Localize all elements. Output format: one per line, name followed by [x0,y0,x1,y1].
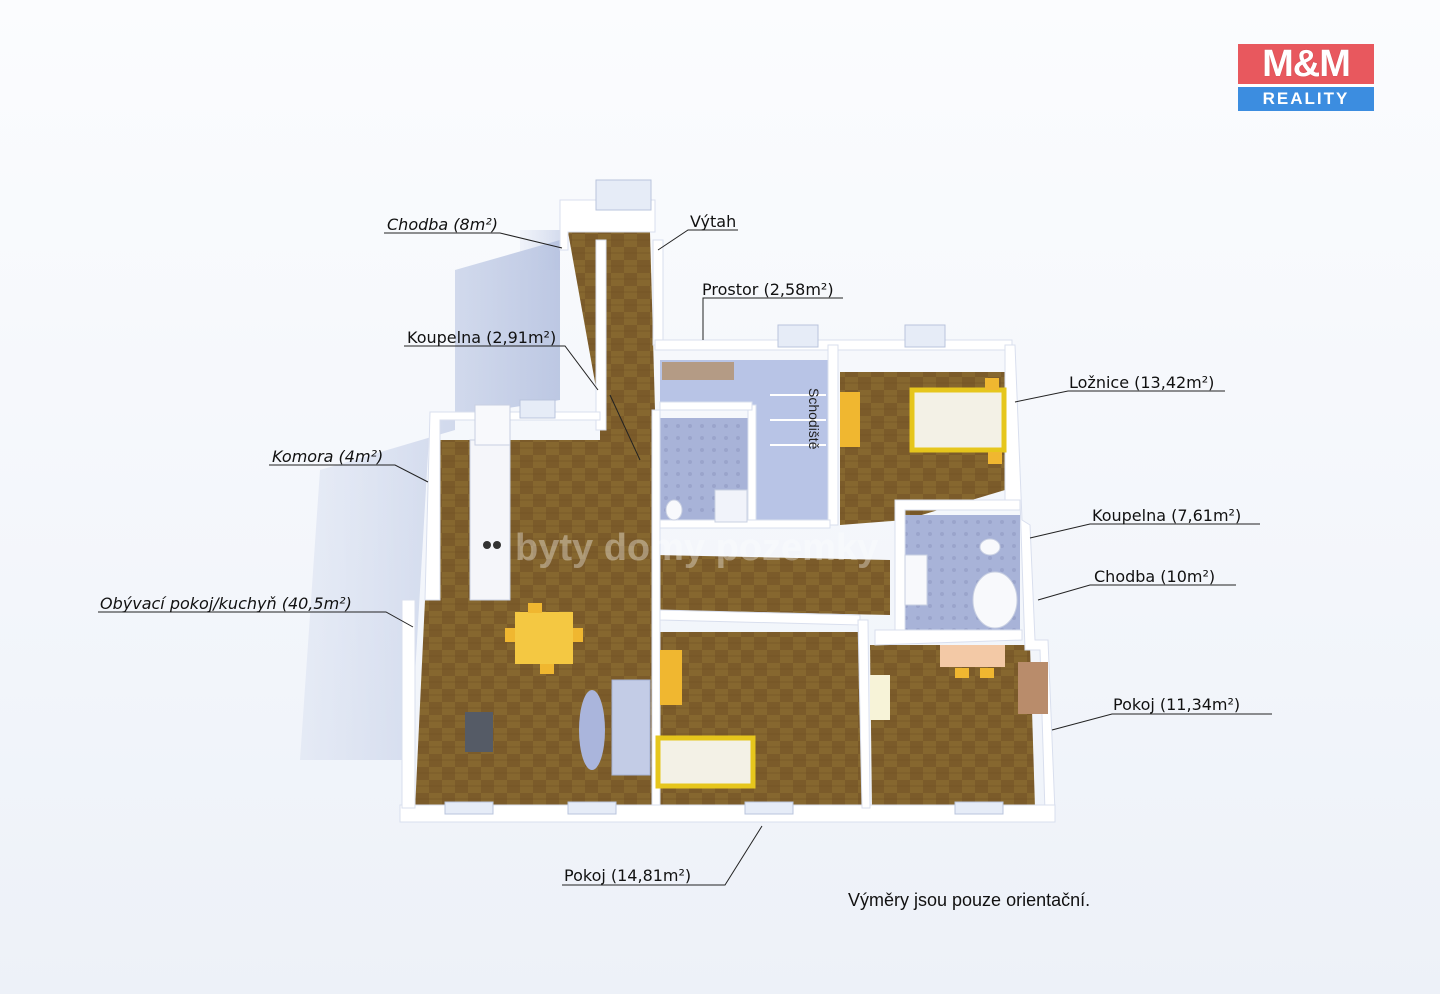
shower [714,489,748,523]
windows [444,179,1004,815]
kitchen-counter [469,439,511,601]
floor-chodba-10 [655,555,890,615]
dining-table [515,612,573,664]
shelf [1018,662,1048,714]
coffee-table [579,690,605,770]
label-pokoj-1481: Pokoj (14,81m²) [564,866,691,885]
floor-pokoj-1134 [870,645,1035,808]
stairs [770,394,826,446]
bed-pokoj [655,735,756,789]
cabinet [870,675,890,720]
logo-reality: REALITY [1238,84,1374,111]
room-labels: Chodba (8m²) Výtah Prostor (2,58m²) Koup… [100,212,1241,885]
floor-prostor [660,360,830,525]
label-prostor: Prostor (2,58m²) [702,280,834,299]
wardrobe-pokoj [660,650,682,705]
wardrobe-loznice [840,392,860,447]
furniture [465,362,1048,789]
toilet-left [665,499,683,521]
fridge [474,404,511,446]
tv [465,712,493,752]
bed-loznice [909,387,1007,453]
floor-chodba-8 [568,232,655,410]
watermark: byty domy pozemky [515,527,878,569]
logo-mm: M&M [1238,44,1374,84]
label-koupelna-761: Koupelna (7,61m²) [1092,506,1241,525]
sofa [611,679,651,776]
shelf-prostor [662,362,734,380]
label-chodba-10: Chodba (10m²) [1094,567,1215,586]
bathtub [972,571,1018,629]
disclaimer-note: Výměry jsou pouze orientační. [848,890,1091,910]
label-schodiste: Schodiště [806,388,822,450]
label-komora: Komora (4m²) [272,447,383,466]
label-obyvaci: Obývací pokoj/kuchyň (40,5m²) [100,594,352,613]
desk [940,645,1005,667]
sink-double [904,554,928,606]
leader-lines [98,229,1272,886]
label-loznice: Ložnice (13,42m²) [1069,373,1214,392]
label-koupelna-291: Koupelna (2,91m²) [407,328,556,347]
mm-reality-logo: M&M REALITY [1238,44,1374,111]
label-pokoj-1134: Pokoj (11,34m²) [1113,695,1240,714]
toilet-right [979,538,1001,556]
label-vytah: Výtah [690,212,736,231]
label-chodba-8: Chodba (8m²) [387,215,498,234]
